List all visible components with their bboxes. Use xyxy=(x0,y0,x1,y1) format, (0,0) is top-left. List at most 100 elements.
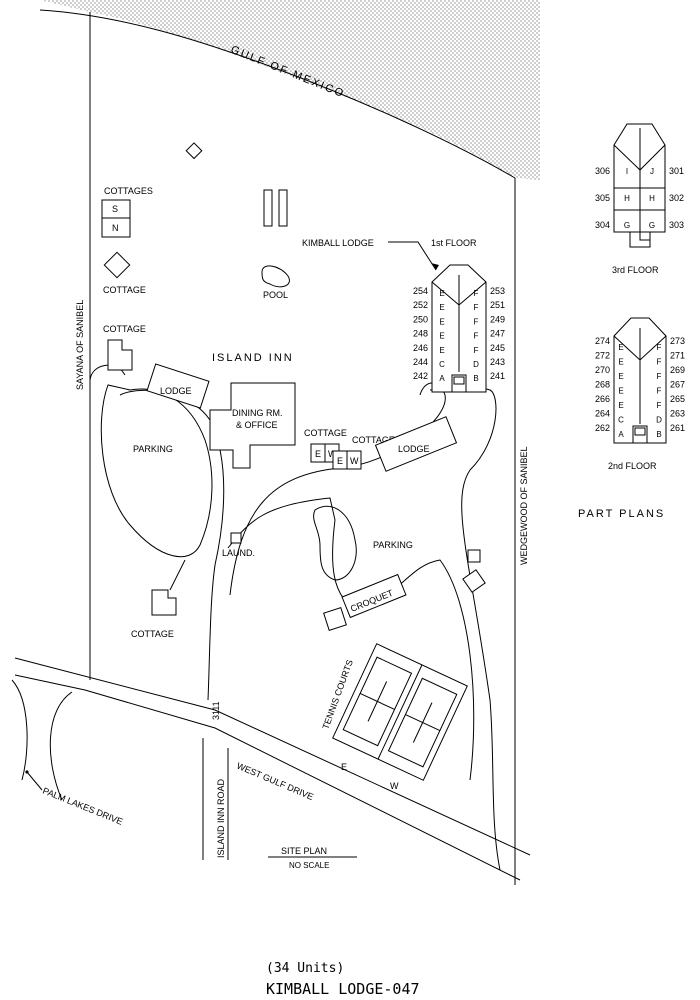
lodge-west-label: LODGE xyxy=(160,386,192,396)
first_floor-room-left-5: C xyxy=(439,360,445,369)
croquet-court xyxy=(341,573,407,619)
west-gulf-drive-south-edge xyxy=(14,674,521,881)
kimball-lodge-label: KIMBALL LODGE xyxy=(302,238,374,248)
third_floor-unit-305: 305 xyxy=(595,193,610,203)
lodge-east-label: LODGE xyxy=(398,444,430,454)
driveway-main-outer xyxy=(119,389,225,701)
island-inn-title: ISLAND INN xyxy=(212,352,294,364)
third_floor-unit-304: 304 xyxy=(595,220,610,230)
second_floor-room-right-5: D xyxy=(656,416,662,425)
first_floor-unit-248: 248 xyxy=(413,329,428,339)
lodge-east xyxy=(374,416,458,472)
cottages-label: COTTAGES xyxy=(104,186,153,196)
cottage-n-label: N xyxy=(112,223,119,233)
first-floor-title: 1st FLOOR xyxy=(431,238,477,248)
west-boundary-label: SAYANA OF SANIBEL xyxy=(75,300,85,390)
second_floor-room-left-6: A xyxy=(618,430,624,439)
structure-bar-2 xyxy=(278,189,288,227)
tennis-e-label: E xyxy=(341,762,347,772)
first_floor-room-right-3: F xyxy=(474,332,479,341)
structure-bar-1 xyxy=(263,189,273,227)
laundry-building xyxy=(230,532,242,544)
cottage-ew2-label: COTTAGE xyxy=(352,435,395,445)
first_floor-unit-249: 249 xyxy=(490,314,505,324)
first_floor-room-left-6: A xyxy=(439,374,445,383)
driveway-cottage-spur xyxy=(169,559,186,591)
third_floor-room-right-1: H xyxy=(649,194,655,203)
first_floor-room-left-2: E xyxy=(439,317,444,326)
driveway-east xyxy=(429,387,501,871)
footer-units: (34 Units) xyxy=(266,961,344,976)
third_floor-unit-302: 302 xyxy=(669,193,684,203)
palm-lakes-drive-east xyxy=(49,691,73,801)
shoreline xyxy=(39,9,516,179)
second_floor-room-right-0: F xyxy=(657,343,662,352)
first_floor-room-right-4: F xyxy=(474,346,479,355)
second_floor-room-left-4: E xyxy=(618,401,623,410)
east-boundary-label: WEDGEWOOD OF SANIBEL xyxy=(519,446,529,565)
third_floor-unit-301: 301 xyxy=(669,166,684,176)
west-gulf-drive-north-edge xyxy=(14,657,531,856)
second_floor-room-left-2: E xyxy=(618,372,623,381)
structure-square-east xyxy=(467,549,481,563)
gazebo-north xyxy=(185,142,203,160)
cottage-n xyxy=(101,217,131,238)
cottage-ew2-w-label: W xyxy=(350,456,359,466)
cottage-l-shape xyxy=(107,339,133,371)
cottage-southwest xyxy=(151,589,177,616)
first_floor-unit-247: 247 xyxy=(490,329,505,339)
second_floor-room-left-3: E xyxy=(618,387,623,396)
third_floor-unit-303: 303 xyxy=(669,220,684,230)
cottage-diamond xyxy=(103,251,131,279)
first_floor-unit-244: 244 xyxy=(413,357,428,367)
cottage-ew2-e-label: E xyxy=(337,456,343,466)
driveway-west-loop xyxy=(100,384,213,558)
first_floor-unit-241: 241 xyxy=(490,371,505,381)
first_floor-unit-253: 253 xyxy=(490,286,505,296)
dining-office-building xyxy=(209,382,296,469)
second-floor-plan xyxy=(613,317,667,444)
second_floor-room-right-3: F xyxy=(657,387,662,396)
palm-lakes-leader xyxy=(26,771,43,791)
site-plan-scale: NO SCALE xyxy=(289,861,329,870)
first_floor-unit-243: 243 xyxy=(490,357,505,367)
tennis-w-label: W xyxy=(390,781,399,791)
first_floor-room-right-5: D xyxy=(473,360,479,369)
first_floor-unit-251: 251 xyxy=(490,300,505,310)
second_floor-unit-266: 266 xyxy=(595,394,610,404)
site-plan-title: SITE PLAN xyxy=(281,846,327,856)
second_floor-unit-273: 273 xyxy=(670,336,685,346)
third_floor-room-right-2: G xyxy=(649,221,655,230)
second_floor-unit-265: 265 xyxy=(670,394,685,404)
first_floor-unit-246: 246 xyxy=(413,343,428,353)
cottage-label-1: COTTAGE xyxy=(103,285,146,295)
cottage-ew1-e-label: E xyxy=(315,449,321,459)
second_floor-unit-263: 263 xyxy=(670,409,685,419)
first_floor-room-right-1: F xyxy=(474,303,479,312)
pool-shape xyxy=(261,265,290,288)
first_floor-unit-242: 242 xyxy=(413,371,428,381)
first_floor-room-right-0: F xyxy=(474,289,479,298)
cottage-ew1-label: COTTAGE xyxy=(304,428,347,438)
tennis-courts xyxy=(332,643,468,781)
structure-diamond-east xyxy=(462,569,486,593)
kimball-lodge-arrow xyxy=(431,263,439,270)
second_floor-room-right-1: F xyxy=(657,358,662,367)
first-floor-plan xyxy=(431,264,487,393)
cottage-ew2-w xyxy=(346,450,362,470)
parking-east-label: PARKING xyxy=(373,540,413,550)
cottage-label-2: COTTAGE xyxy=(103,324,146,334)
second_floor-unit-262: 262 xyxy=(595,423,610,433)
cottage-s-label: S xyxy=(112,204,118,214)
first_floor-room-left-4: E xyxy=(439,346,444,355)
dining-label-line1: DINING RM. xyxy=(232,408,283,418)
driveway-west-outer xyxy=(89,364,126,665)
second_floor-room-right-6: B xyxy=(656,430,661,439)
first_floor-unit-254: 254 xyxy=(413,286,428,296)
first_floor-unit-252: 252 xyxy=(413,300,428,310)
second-floor-title: 2nd FLOOR xyxy=(608,461,657,471)
first_floor-room-left-1: E xyxy=(439,303,444,312)
second_floor-room-left-5: C xyxy=(618,416,624,425)
palm-lakes-drive-west xyxy=(11,679,28,781)
second_floor-room-right-2: F xyxy=(657,372,662,381)
